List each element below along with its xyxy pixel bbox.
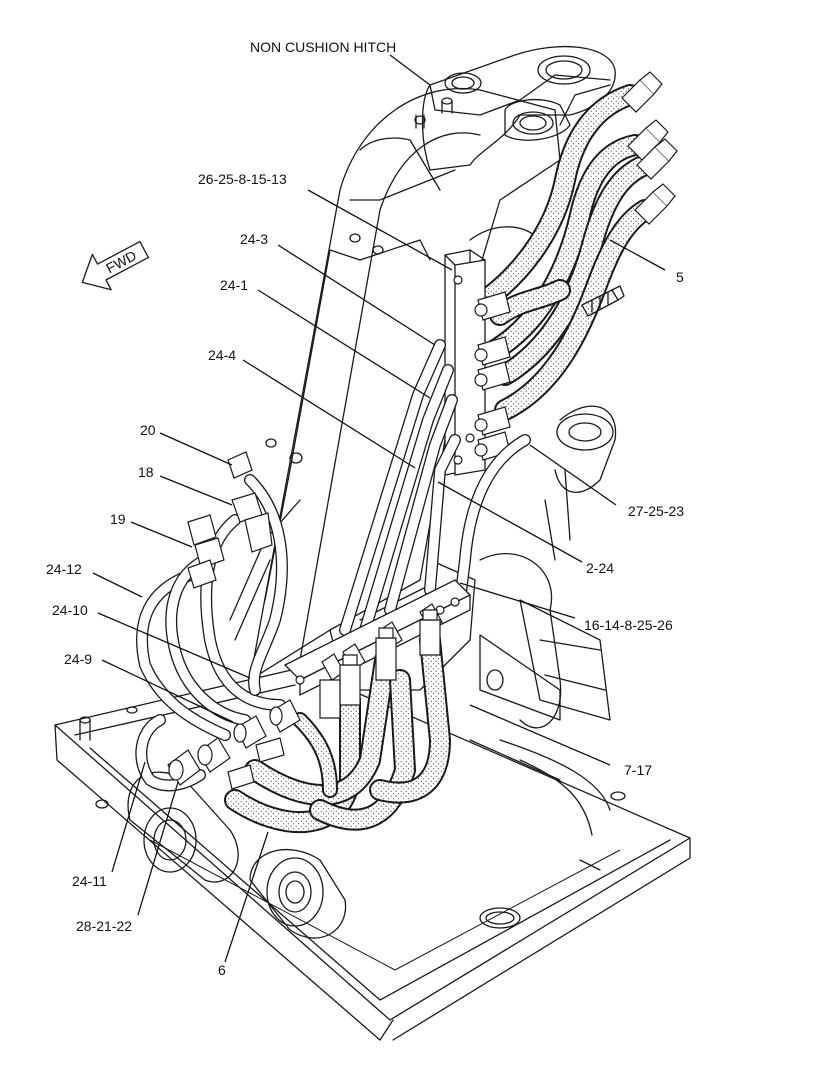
leader-24-11 — [111, 761, 146, 873]
leader-20 — [159, 432, 233, 466]
callout-24-10: 24-10 — [52, 602, 88, 618]
callout-26-25-8-15-13: 26-25-8-15-13 — [198, 171, 287, 187]
leader-7-17 — [469, 704, 611, 766]
leader-24-4 — [242, 359, 416, 469]
leader-24-12 — [92, 572, 143, 598]
callout-16-14-8-25-26: 16-14-8-25-26 — [584, 617, 673, 633]
leader-2-24 — [437, 481, 583, 563]
leader-27-25-23 — [529, 444, 617, 506]
leader-6 — [224, 831, 269, 963]
leader-hitch — [389, 54, 431, 86]
leader-24-9 — [101, 659, 234, 723]
leader-18 — [159, 475, 233, 506]
callout-6: 6 — [218, 962, 226, 978]
callout-28-21-22: 28-21-22 — [76, 918, 132, 934]
callout-24-4: 24-4 — [208, 347, 236, 363]
leader-19 — [130, 521, 193, 548]
leader-5 — [609, 239, 666, 271]
callout-5: 5 — [676, 269, 684, 285]
leader-24-10 — [97, 612, 251, 679]
leader-24-3 — [277, 244, 436, 346]
callout-27-25-23: 27-25-23 — [628, 503, 684, 519]
manifold-fittings — [474, 291, 511, 461]
cylinder-mount — [469, 405, 617, 836]
callout-24-12: 24-12 — [46, 561, 82, 577]
callout-18: 18 — [138, 464, 154, 480]
leader-26-25-8-15-13 — [307, 189, 453, 271]
label-non-cushion-hitch: NON CUSHION HITCH — [250, 39, 396, 55]
base-frame — [54, 667, 691, 1041]
lower-hoses — [224, 609, 451, 834]
leader-28-21-22 — [137, 781, 179, 916]
boom — [229, 87, 561, 691]
upper-hoses — [459, 71, 678, 421]
leader-24-1 — [257, 289, 431, 399]
lower-pivot — [127, 771, 347, 939]
callout-2-24: 2-24 — [586, 560, 614, 576]
fwd-arrow: FWD — [81, 240, 150, 291]
hitch — [421, 46, 616, 171]
callout-24-1: 24-1 — [220, 277, 248, 293]
callout-20: 20 — [140, 422, 156, 438]
leader-lines — [92, 54, 666, 963]
callout-24-9: 24-9 — [64, 651, 92, 667]
leader-16-14-8-25-26 — [459, 582, 576, 619]
steel-tubes — [339, 339, 531, 636]
left-hoses — [135, 451, 301, 792]
callout-24-11: 24-11 — [72, 873, 107, 889]
callout-labels: NON CUSHION HITCH 26-25-8-15-13 24-3 24-… — [46, 39, 684, 978]
callout-24-3: 24-3 — [240, 231, 268, 247]
callout-7-17: 7-17 — [624, 762, 652, 778]
callout-19: 19 — [110, 511, 126, 527]
